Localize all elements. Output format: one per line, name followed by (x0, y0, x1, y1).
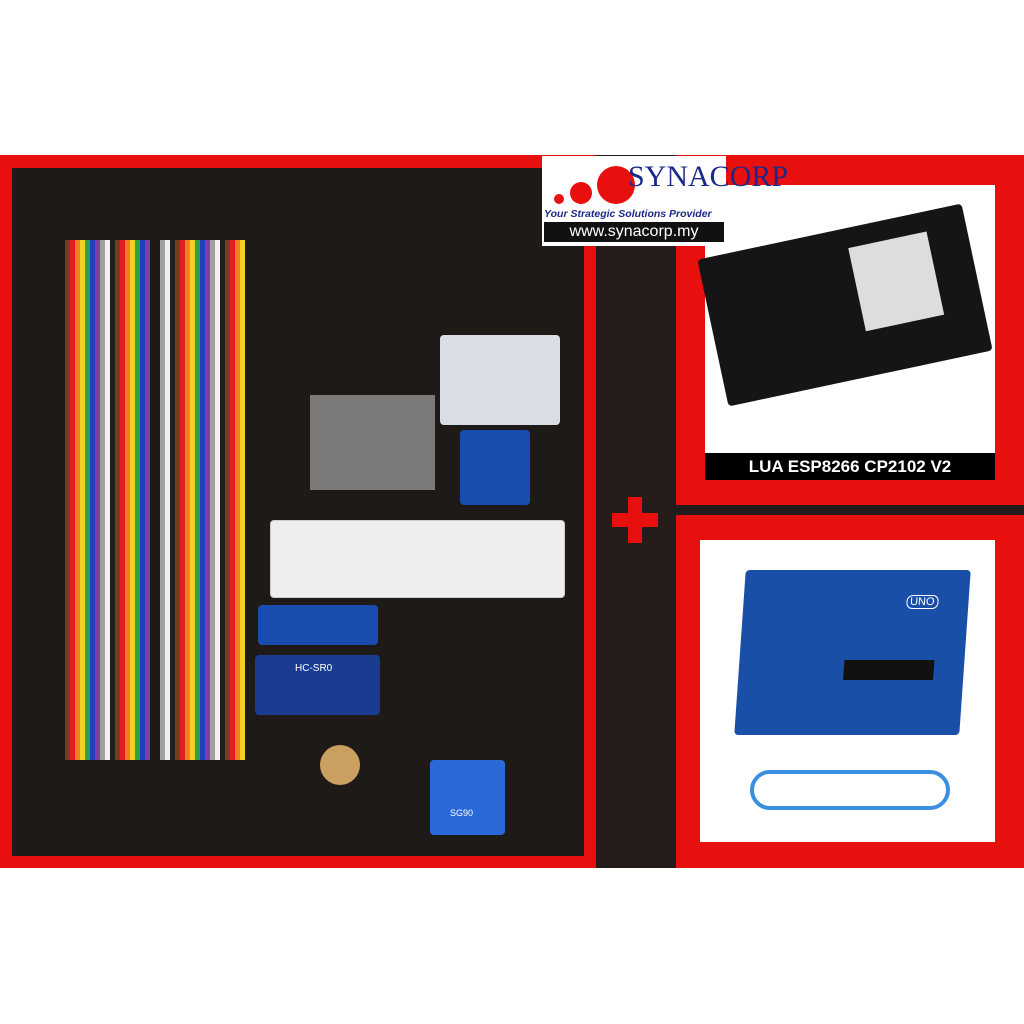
jumper-wire (85, 240, 90, 760)
jumper-wire (220, 240, 225, 760)
jumper-wire (165, 240, 170, 760)
arduino-uno-board-image: UNO (734, 570, 971, 735)
jumper-wire (75, 240, 80, 760)
product-label: LUA ESP8266 CP2102 V2 (705, 453, 995, 480)
jumper-wire (110, 240, 115, 760)
wifi-module (848, 231, 945, 332)
jumper-wire (190, 240, 195, 760)
jumper-wire (145, 240, 150, 760)
jumper-wire (175, 240, 180, 760)
jumper-wire (65, 240, 70, 760)
nodemcu-board-image (697, 203, 993, 407)
servo-image: SG90 (430, 760, 505, 835)
jumper-wire (90, 240, 95, 760)
logo-url: www.synacorp.my (544, 222, 724, 242)
ultrasonic-marking: HC-SR0 (295, 663, 333, 674)
jumper-wire (120, 240, 125, 760)
jumper-wire (140, 240, 145, 760)
jumper-wire (205, 240, 210, 760)
sensor-module-image (258, 605, 378, 645)
jumper-wire (115, 240, 120, 760)
jumper-wire (135, 240, 140, 760)
jumper-wire (100, 240, 105, 760)
plus-icon (612, 513, 658, 527)
servo-marking: SG90 (450, 808, 474, 818)
arduino-uno-panel: UNO (700, 540, 995, 842)
jumper-wire (185, 240, 190, 760)
breadboard-image (270, 520, 565, 598)
potentiometer-image (320, 745, 360, 785)
logo-name: SYNACORP (628, 160, 789, 193)
components-bag-image (310, 395, 435, 490)
usb-cable-image (750, 770, 950, 810)
jumper-wire (170, 240, 175, 760)
divider (676, 505, 1024, 515)
uno-marking: UNO (905, 595, 940, 609)
jumper-wire (70, 240, 75, 760)
jumper-wire (95, 240, 100, 760)
jumper-wire (130, 240, 135, 760)
chip (843, 660, 935, 680)
jumper-wire (215, 240, 220, 760)
jumper-wire (105, 240, 110, 760)
jumper-wire (80, 240, 85, 760)
jumper-wire (210, 240, 215, 760)
logo-tagline: Your Strategic Solutions Provider (544, 208, 712, 220)
jumper-wire (235, 240, 240, 760)
dc-motor-image (440, 335, 560, 425)
synacorp-logo: SYNACORP Your Strategic Solutions Provid… (542, 156, 788, 246)
nodemcu-panel (697, 185, 995, 480)
jumper-wire (240, 240, 245, 760)
jumper-wire (230, 240, 235, 760)
jumper-wire (125, 240, 130, 760)
jumper-wire (180, 240, 185, 760)
relay-module-image (460, 430, 530, 505)
jumper-wire (160, 240, 165, 760)
jumper-wire (200, 240, 205, 760)
ultrasonic-sensor-image: HC-SR0 (255, 655, 380, 715)
jumper-wire (195, 240, 200, 760)
jumper-wire (225, 240, 230, 760)
